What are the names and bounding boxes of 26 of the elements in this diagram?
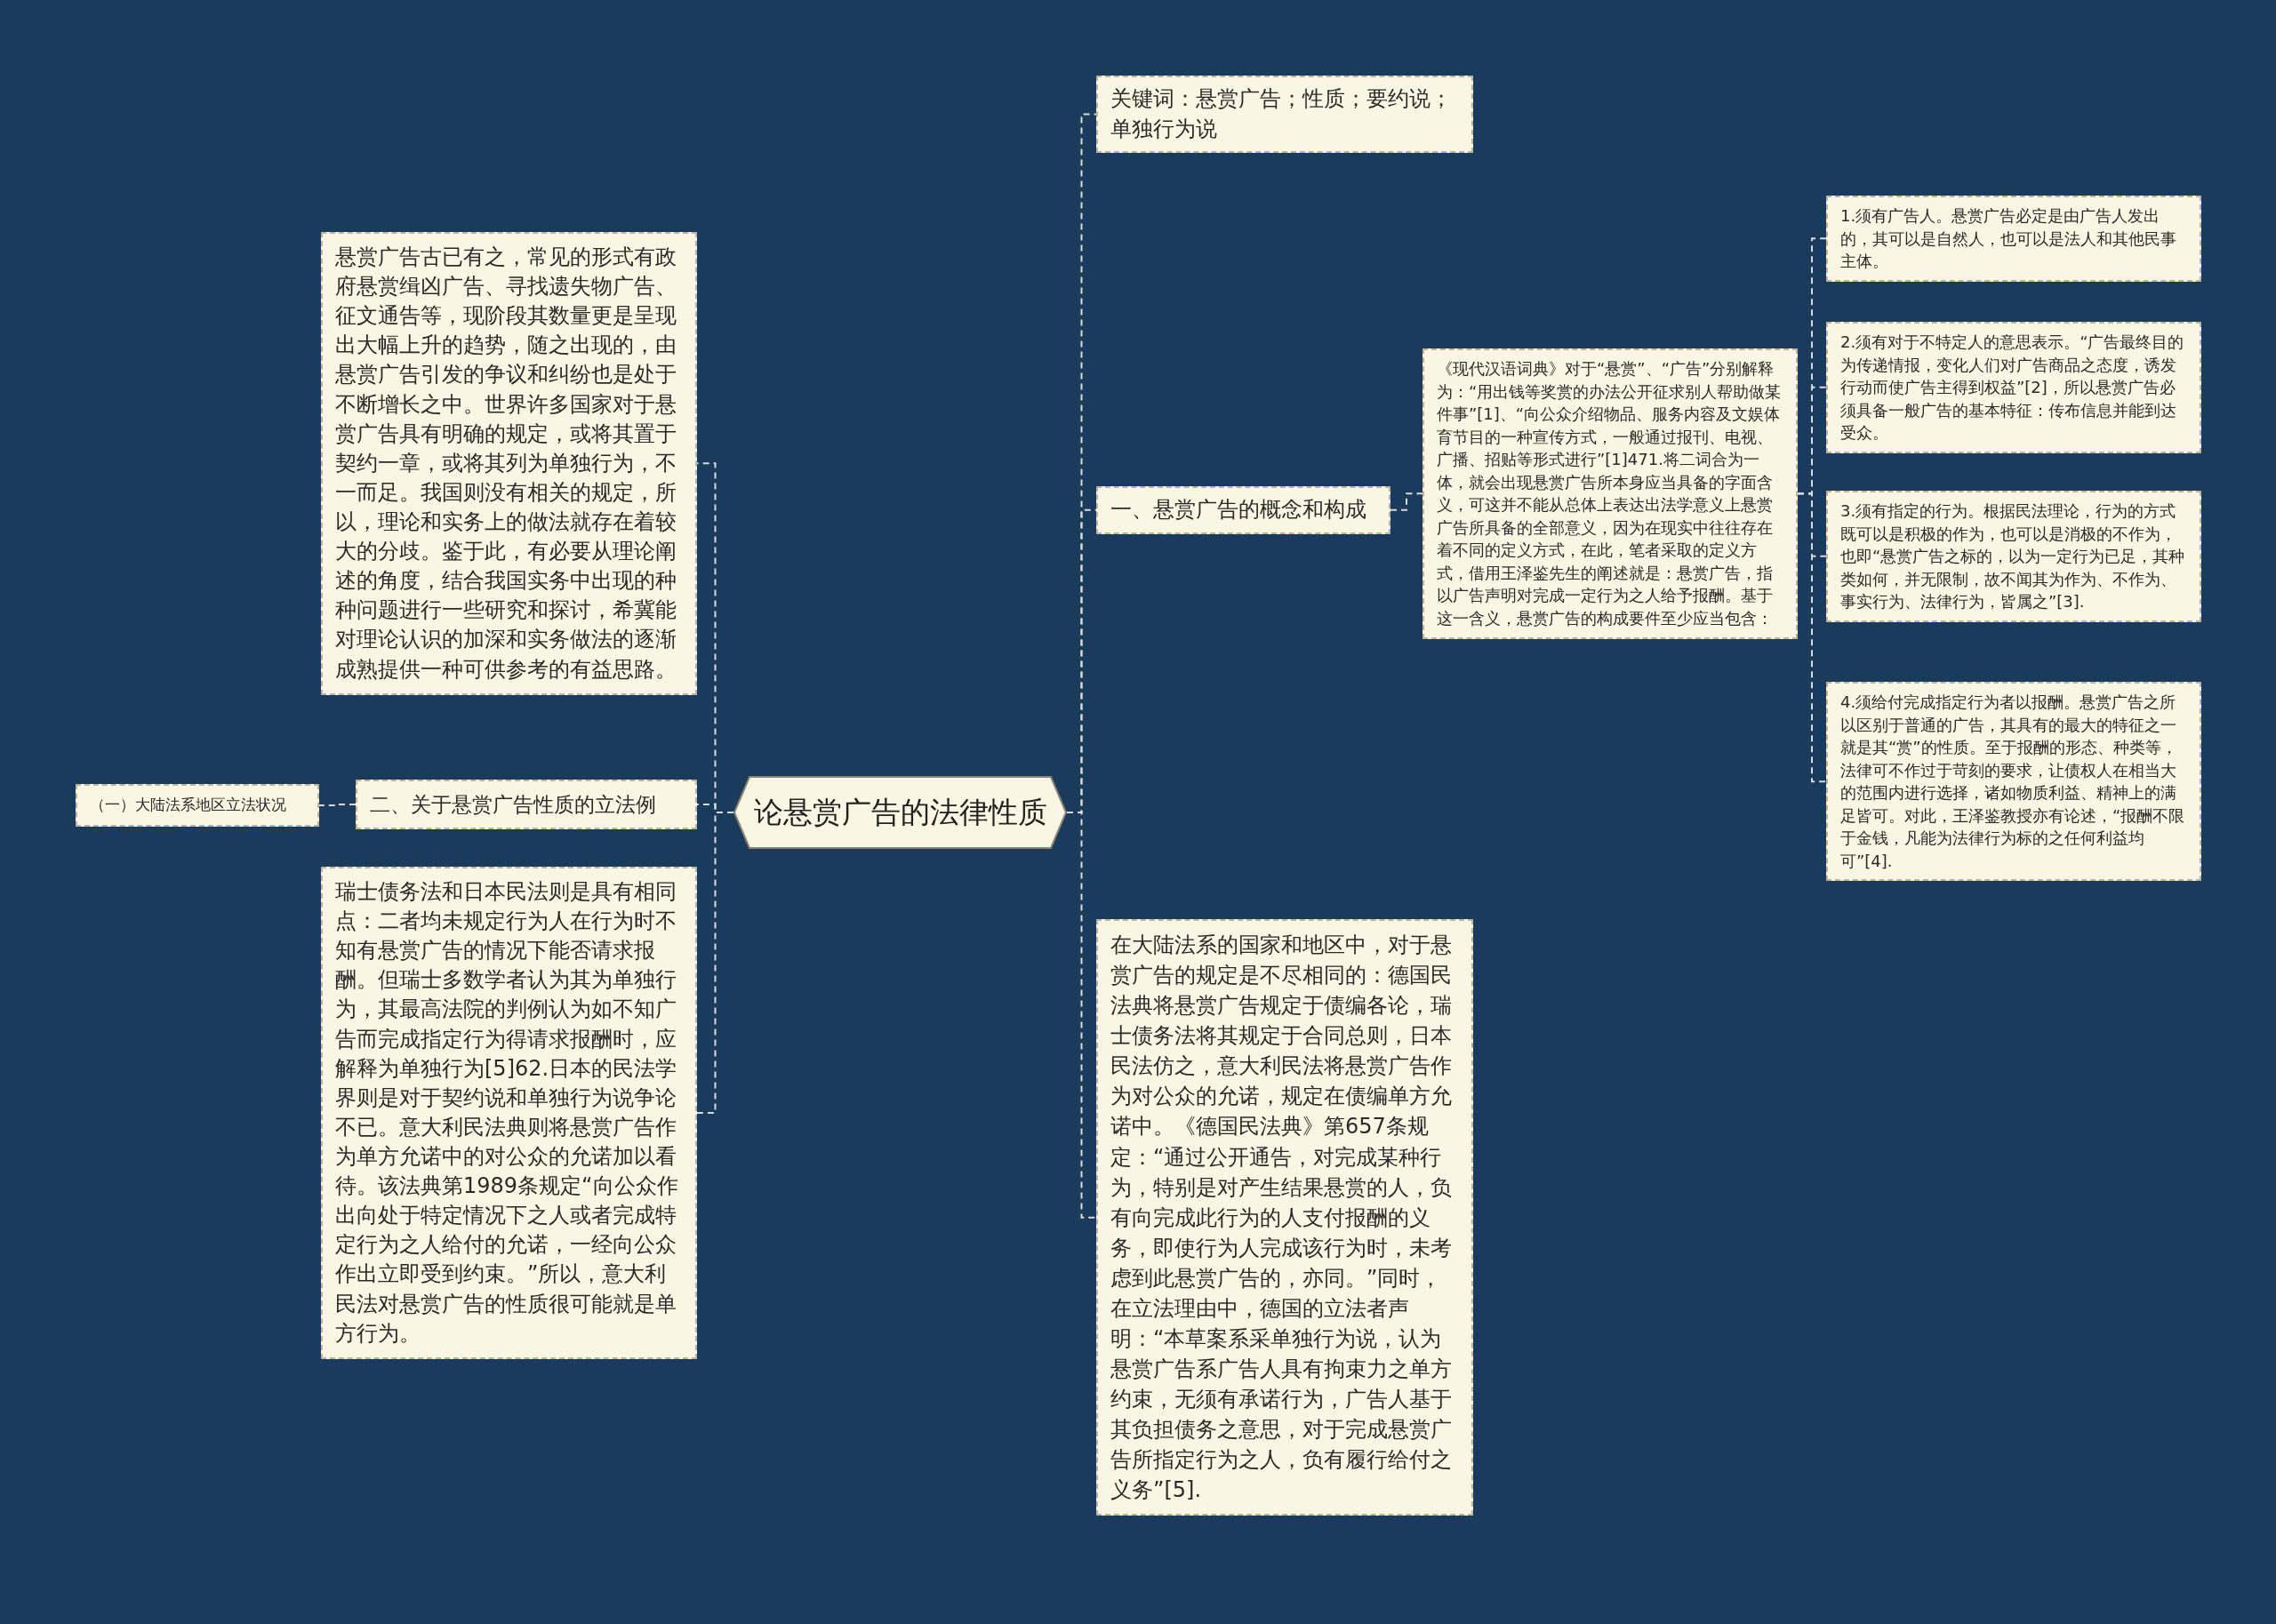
card-text: 在大陆法系的国家和地区中，对于悬赏广告的规定是不尽相同的：德国民法典将悬赏广告规定于债编各论，瑞士债务法将其规定于合同总则，日本民法仿之，意大利民法将悬赏广告作为对公众的允诺，规定在债编单方允诺中。《德国民法典》第657条规定：“通过公开通告，对完成某种行为，特别是对产生结果悬赏的人，负有向完成此行为的人支付报酬的义务，即使行为人完成该行为时，未考虑到此悬赏广告的，亦同。”同时，在立法理由中，德国的立法者声明：“本草案系采单独行为说，认为悬赏广告系广告人具有拘束力之单方约束，无须有承诺行为，广告人基于其负担债务之意思，对于完成悬赏广告所指定行为之人，负有履行给付之义务”[5]. — [1110, 932, 1453, 1505]
topic-title: 论悬赏广告的法律性质 — [753, 793, 1047, 831]
connector-line — [1390, 492, 1423, 511]
card-text: 2.须有对于不特定人的意思表示。“广告最终目的为传递情报，变化人们对广告商品之态度，诱发行动而使广告主得到权益”[2]，所以悬赏广告必须具备一般广告的基本特征：传布信息并能到达受众。 — [1840, 332, 2185, 444]
text-card — [1826, 196, 2201, 282]
text-card — [356, 780, 697, 830]
text-card — [1096, 76, 1473, 154]
text-card — [1096, 486, 1390, 534]
card-text: 一、悬赏广告的概念和构成 — [1110, 496, 1366, 524]
card-text: 二、关于悬赏广告性质的立法例 — [370, 792, 656, 818]
topic-hexagon — [733, 776, 1067, 849]
text-card — [1826, 682, 2201, 882]
card-text: 悬赏广告古已有之，常见的形式有政府悬赏缉凶广告、寻找遗失物广告、征文通告等，现阶段其数量更是呈现出大幅上升的趋势，随之出现的，由悬赏广告引发的争议和纠纷也是处于不断增长之中。世界许多国家对于悬赏广告具有明确的规定，或将其置于契约一章，或将其列为单独行为，不一而足。我国则没有相关的规定，所以，理论和实务上的做法就存在着较大的分歧。鉴于此，有必要从理论阐述的角度，结合我国实务中出现的种种问题进行一些研究和探讨，希冀能对理论认识的加深和实务做法的逐渐成熟提供一种可供参考的有益思路。 — [335, 244, 677, 684]
card-text: 1.须有广告人。悬赏广告必定是由广告人发出的，其可以是自然人，也可以是法人和其他民事主体。 — [1840, 205, 2177, 273]
card-text: 《现代汉语词典》对于“悬赏”、“广告”分别解释为：“用出钱等奖赏的办法公开征求别人帮助做某件事”[1]、“向公众介绍物品、服务内容及文娱体育节目的一种宣传方式，一般通过报刊、电视、广播、招贴等形式进行”[1]471.将二词合为一体，就会出现悬赏广告所本身应当具备的字面含义，可这并不能从总体上表达出法学意义上悬赏广告所具备的全部意义，因为在现实中往往存在着不同的定义方式，在此，笔者采取的定义方式，借用王泽鉴先生的阐述就是：悬赏广告，指以广告声明对完成一定行为之人给予报酬。基于这一含义，悬赏广告的构成要件至少应当包含： — [1437, 358, 1783, 629]
text-card — [1826, 322, 2201, 453]
card-text: 瑞士债务法和日本民法则是具有相同点：二者均未规定行为人在行为时不知有悬赏广告的情况下能否请求报酬。但瑞士多数学者认为其为单独行为，其最高法院的判例认为如不知广告而完成指定行为得请求报酬时，应解释为单独行为[5]62.日本的民法学界则是对于契约说和单独行为说争论不已。意大利民法典则将悬赏广告作为单方允诺中的对公众的允诺加以看待。该法典第1989条规定“向公众作出向处于特定情况下之人或者完成特定行为之人给付的允诺，一经向公众作出立即受到约束。”所以，意大利民法对悬赏广告的性质很可能就是单方行为。 — [335, 878, 679, 1348]
text-card — [76, 784, 319, 827]
card-text: 关键词：悬赏广告；性质；要约说；单独行为说 — [1110, 85, 1453, 143]
connector-line — [1797, 492, 1827, 783]
card-text: 4.须给付完成指定行为者以报酬。悬赏广告之所以区别于普通的广告，其具有的最大的特征之一就是其“赏”的性质。至于报酬的形态、种类等，法律可不作过于苛刻的要求，让债权人在相当大的范围内进行选择，诸如物质利益、精神上的满足皆可。对此，王泽鉴教授亦有论述，“报酬不限于金钱，凡能为法律行为标的之任何利益均可”[4]. — [1840, 692, 2186, 872]
connector-line — [696, 812, 734, 1114]
card-text: 3.须有指定的行为。根据民法理论，行为的方式既可以是积极的作为，也可以是消极的不作为，也即“悬赏广告之标的，以为一定行为已足，其种类如何，并无限制，故不闻其为作为、不作为、事实行为、法律行为，皆属之”[3]. — [1840, 500, 2186, 613]
text-card — [1826, 491, 2201, 622]
connector-line — [318, 804, 357, 806]
card-text: （一）大陆法系地区立法状况 — [90, 795, 286, 815]
